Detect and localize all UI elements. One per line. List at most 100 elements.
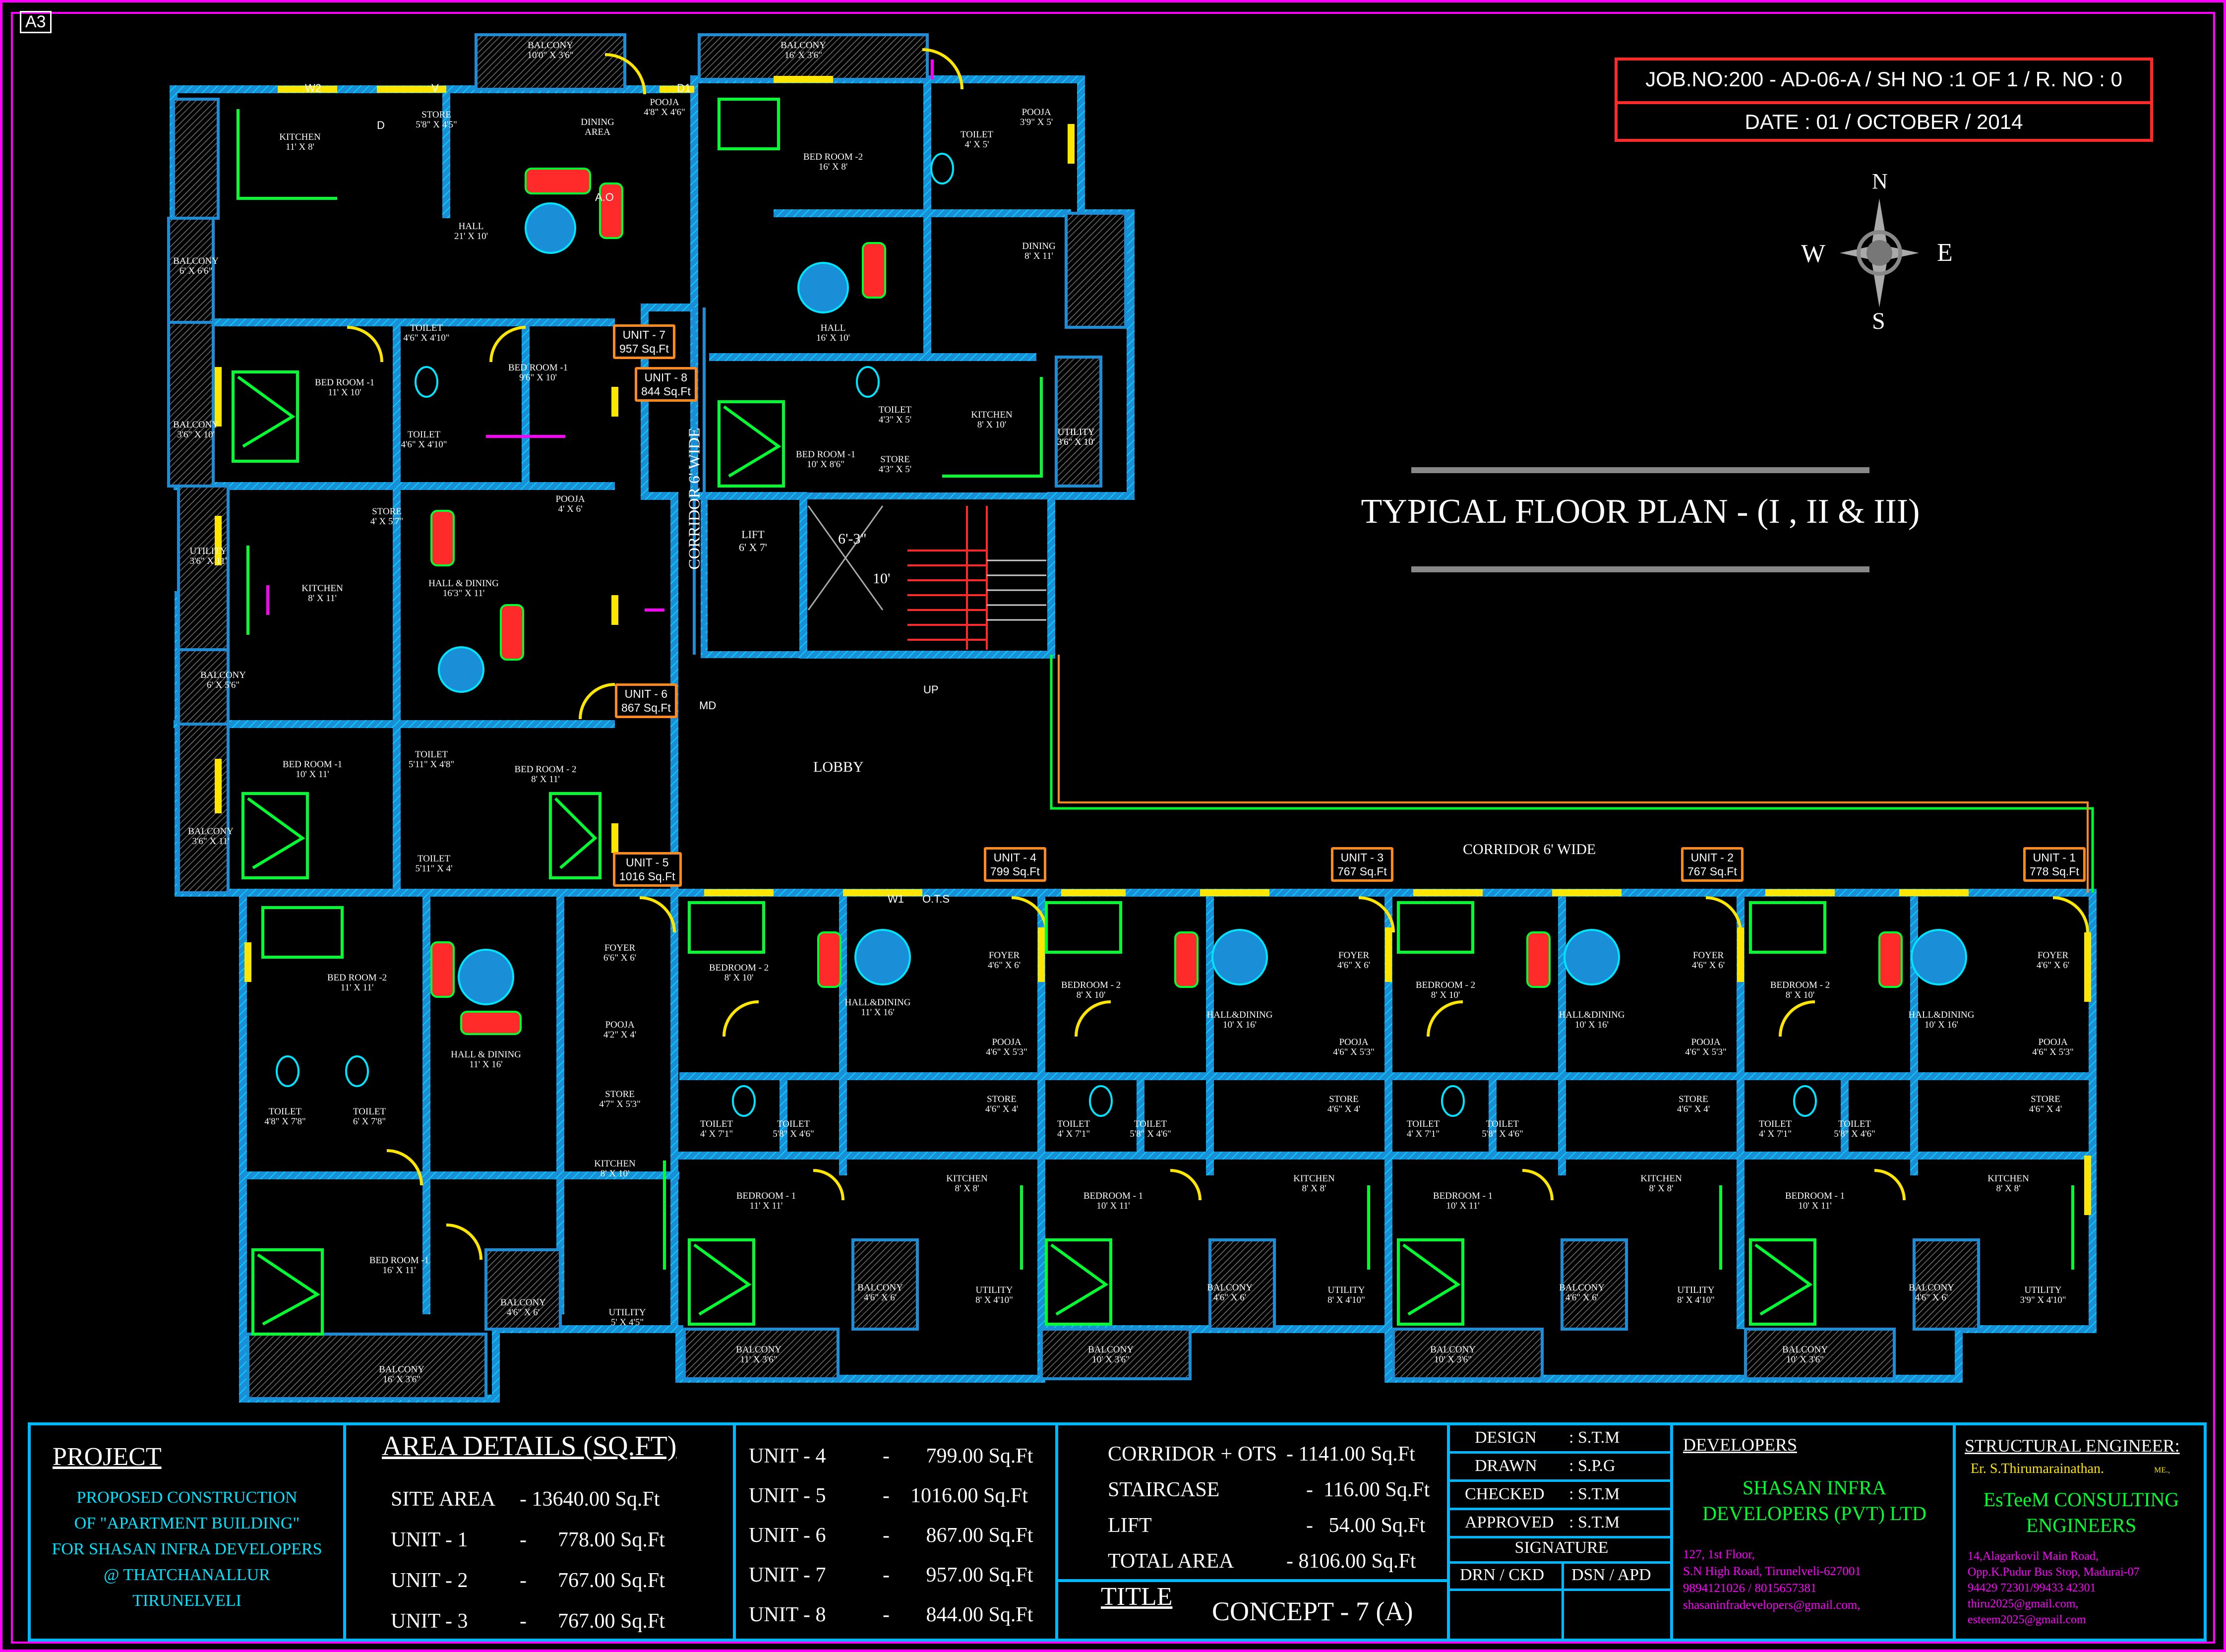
area-right-panel: CORRIDOR + OTS- 1141.00 Sq.Ft STAIRCASE-… — [1055, 1425, 1450, 1639]
stair-length-label: 10' — [873, 570, 891, 587]
room-label: STORE 4' X 5'7" — [370, 506, 404, 527]
room-label: TOILET 4' X 7'1" — [1758, 1119, 1792, 1139]
room-label: POOJA 3'9" X 5' — [1020, 107, 1053, 127]
sofa-sets — [430, 168, 1903, 1035]
balconies — [167, 33, 1980, 1400]
room-label: BEDROOM - 1 10' X 11' — [1785, 1191, 1845, 1211]
room-label: TOILET 4' X 7'1" — [700, 1119, 733, 1139]
room-label: KITCHEN 8' X 8' — [1293, 1173, 1335, 1194]
room-label: TOILET 4'6" X 4'10" — [403, 323, 450, 343]
room-label: BALCONY 3'6" X 11' — [188, 826, 234, 847]
room-label: POOJA 4'6" X 5'3" — [2032, 1037, 2074, 1057]
room-label: BED ROOM -2 11' X 11' — [327, 973, 387, 993]
firm-name: EsTeeM CONSULTING ENGINEERS — [1983, 1488, 2179, 1536]
room-label: POOJA 4'6" X 5'3" — [986, 1037, 1027, 1057]
title-value: CONCEPT - 7 (A) — [1212, 1596, 1413, 1626]
corridor-outline — [693, 307, 2094, 893]
fixtures — [276, 153, 1817, 1117]
title-rule-bottom — [1411, 566, 1869, 572]
room-label: KITCHEN 8' X 8' — [1987, 1173, 2029, 1194]
room-label: KITCHEN 8' X 10' — [971, 410, 1013, 430]
room-label: BALCONY 11' X 3'6" — [736, 1345, 782, 1365]
room-label: FOYER 4'6" X 6' — [2036, 950, 2070, 971]
room-label: HALL 16' X 10' — [816, 323, 850, 343]
ots-marks — [266, 60, 934, 615]
room-label: UTILITY 3'6" X 11' — [189, 546, 227, 566]
room-label: FOYER 4'6" X 6' — [987, 950, 1021, 971]
kitchen-counters — [237, 109, 2074, 1270]
room-label: BALCONY 4'6" X 6' — [1559, 1283, 1605, 1303]
engineer-name: Er. S.Thirumarainathan. — [1971, 1461, 2105, 1476]
room-label: HALL&DINING 11' X 16' — [844, 997, 911, 1018]
room-label: POOJA 4' X 6' — [555, 494, 585, 514]
area-right-list: CORRIDOR + OTS- 1141.00 Sq.Ft STAIRCASE-… — [1108, 1443, 1430, 1573]
compass-n: N — [1872, 169, 1888, 193]
room-label: STORE 4'6" X 4' — [2029, 1094, 2062, 1114]
room-label: UTILITY 3'6" X 10' — [1057, 427, 1095, 447]
engineer-panel: STRUCTURAL ENGINEER: Er. S.Thirumarainat… — [1953, 1425, 2207, 1639]
room-label: BEDROOM - 2 8' X 10' — [709, 963, 769, 983]
room-label: BALCONY 6' X 6'6" — [173, 256, 219, 276]
room-label: POOJA 4'6" X 5'3" — [1333, 1037, 1375, 1057]
compass-s: S — [1872, 308, 1885, 334]
room-label: BEDROOM - 1 11' X 11' — [736, 1191, 796, 1211]
room-label: TOILET 5'11" X 4'8" — [408, 749, 455, 770]
job-box: JOB.NO:200 - AD-06-A / SH NO :1 OF 1 / R… — [1615, 58, 2153, 142]
building-walls — [170, 75, 2097, 1403]
compass-e: E — [1937, 239, 1953, 267]
room-label: FOYER 4'6" X 6' — [1337, 950, 1371, 971]
project-panel: PROJECT PROPOSED CONSTRUCTION OF "APARTM… — [31, 1425, 346, 1639]
room-label: BEDROOM - 2 8' X 10' — [1061, 980, 1121, 1000]
door-window-tag: A.O — [595, 191, 614, 203]
room-label: TOILET 4' X 5' — [960, 129, 994, 150]
room-label: TOILET 4' X 7'1" — [1406, 1119, 1440, 1139]
room-label: STORE 4'6" X 4' — [1327, 1094, 1361, 1114]
room-label: POOJA 4'8" X 4'6" — [644, 97, 685, 118]
room-label: BALCONY 6' X 5'6" — [200, 670, 246, 690]
door-window-tag: MD — [699, 699, 717, 712]
sheet-size-tag: A3 — [20, 11, 52, 33]
room-label: HALL&DINING 10' X 16' — [1559, 1010, 1625, 1030]
room-label: UTILITY 8' X 4'10" — [975, 1285, 1013, 1305]
date-line: DATE : 01 / OCTOBER / 2014 — [1745, 110, 2023, 133]
room-label: KITCHEN 8' X 8' — [1640, 1173, 1682, 1194]
room-label: STORE 4'6" X 4' — [1677, 1094, 1710, 1114]
room-label: TOILET 6' X 7'8" — [353, 1106, 386, 1127]
room-label: BED ROOM -1 9'6" X 10' — [508, 363, 568, 383]
room-label: STORE 4'6" X 4' — [985, 1094, 1019, 1114]
room-label: KITCHEN 8' X 10' — [594, 1159, 636, 1179]
developers-heading: DEVELOPERS — [1683, 1435, 1798, 1455]
room-label: BALCONY 10'0" X 3'6" — [527, 40, 574, 61]
door-window-tag: V — [431, 82, 439, 94]
compass-w: W — [1801, 240, 1826, 268]
room-label: TOILET 4' X 7'1" — [1057, 1119, 1090, 1139]
room-label: STORE 4'3" X 5' — [878, 454, 912, 475]
room-label: TOILET 5'8" X 4'6" — [1482, 1119, 1523, 1139]
room-label: BALCONY 10' X 3'6" — [1782, 1345, 1828, 1365]
project-lines: PROPOSED CONSTRUCTION OF "APARTMENT BUIL… — [52, 1488, 322, 1610]
title-rule-top — [1411, 467, 1869, 473]
inner-frame — [11, 12, 2215, 1644]
room-label: TOILET 5'11" X 4' — [415, 854, 453, 874]
developer-address: 127, 1st Floor, S.N High Road, Tirunelve… — [1683, 1548, 1862, 1612]
area-heading: AREA DETAILS (SQ.FT) — [382, 1431, 677, 1462]
job-line: JOB.NO:200 - AD-06-A / SH NO :1 OF 1 / R… — [1645, 67, 2122, 91]
room-label: BEDROOM - 1 10' X 11' — [1433, 1191, 1493, 1211]
stair-width-label: 6'-3" — [838, 531, 867, 547]
lift-label: LIFT 6' X 7' — [739, 528, 767, 553]
room-label: BALCONY 4'6" X 6' — [1207, 1283, 1253, 1303]
room-label: BEDROOM - 2 8' X 10' — [1770, 980, 1830, 1000]
room-label: TOILET 4'6" X 4'10" — [401, 429, 447, 450]
room-label: TOILET 5'8" X 4'6" — [1834, 1119, 1875, 1139]
engineer-degree: ME., — [2154, 1466, 2170, 1474]
room-label: BED ROOM - 2 8' X 11' — [514, 764, 577, 785]
drawing-title: TYPICAL FLOOR PLAN - (I , II & III) — [1361, 492, 1920, 531]
compass: N S W E — [1801, 169, 1953, 337]
room-label: KITCHEN 8' X 8' — [946, 1173, 988, 1194]
room-label: HALL & DINING 11' X 16' — [451, 1049, 521, 1070]
